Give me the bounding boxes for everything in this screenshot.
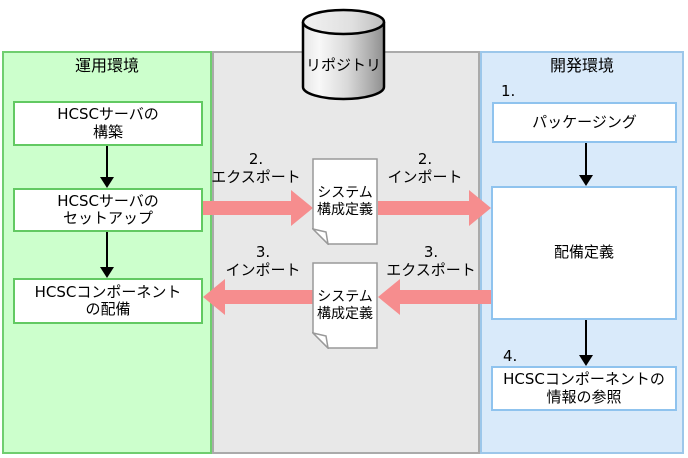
box-hcsc-component-info-reference: HCSCコンポーネントの 情報の参照 <box>491 366 677 411</box>
box-hcsc-server-setup: HCSCサーバの セットアップ <box>13 188 203 232</box>
step-number-1: 1. <box>501 82 516 100</box>
import-arrow-icon <box>203 279 313 315</box>
flow-label-import-3: 3. インポート <box>225 243 301 279</box>
step-number-4: 4. <box>503 347 518 365</box>
box-packaging: パッケージング <box>492 102 677 143</box>
down-arrow-icon <box>579 143 593 186</box>
flow-label-export-2: 2. エクスポート <box>211 150 301 186</box>
document-label: システム 構成定義 <box>317 184 373 218</box>
box-hcsc-component-deploy: HCSCコンポーネント の配備 <box>13 278 203 324</box>
down-arrow-icon <box>100 232 114 278</box>
flow-label-import-2: 2. インポート <box>387 150 463 186</box>
repository-database-icon <box>301 8 386 102</box>
import-arrow-icon <box>378 190 491 226</box>
down-arrow-icon <box>100 146 114 188</box>
down-arrow-icon <box>579 320 593 366</box>
flow-label-export-3: 3. エクスポート <box>386 243 476 279</box>
export-arrow-icon <box>378 279 491 315</box>
document-system-config-definition-top: システム 構成定義 <box>312 158 378 245</box>
document-system-config-definition-bottom: システム 構成定義 <box>312 262 378 349</box>
repository-area <box>212 51 480 454</box>
development-environment-title: 開発環境 <box>549 56 614 75</box>
operation-environment-title: 運用環境 <box>74 56 139 75</box>
box-deployment-definition: 配備定義 <box>491 186 677 320</box>
box-hcsc-server-build: HCSCサーバの 構築 <box>13 101 203 146</box>
export-arrow-icon <box>203 190 313 226</box>
document-label: システム 構成定義 <box>317 288 373 322</box>
repository-label: リポジトリ <box>305 56 381 74</box>
